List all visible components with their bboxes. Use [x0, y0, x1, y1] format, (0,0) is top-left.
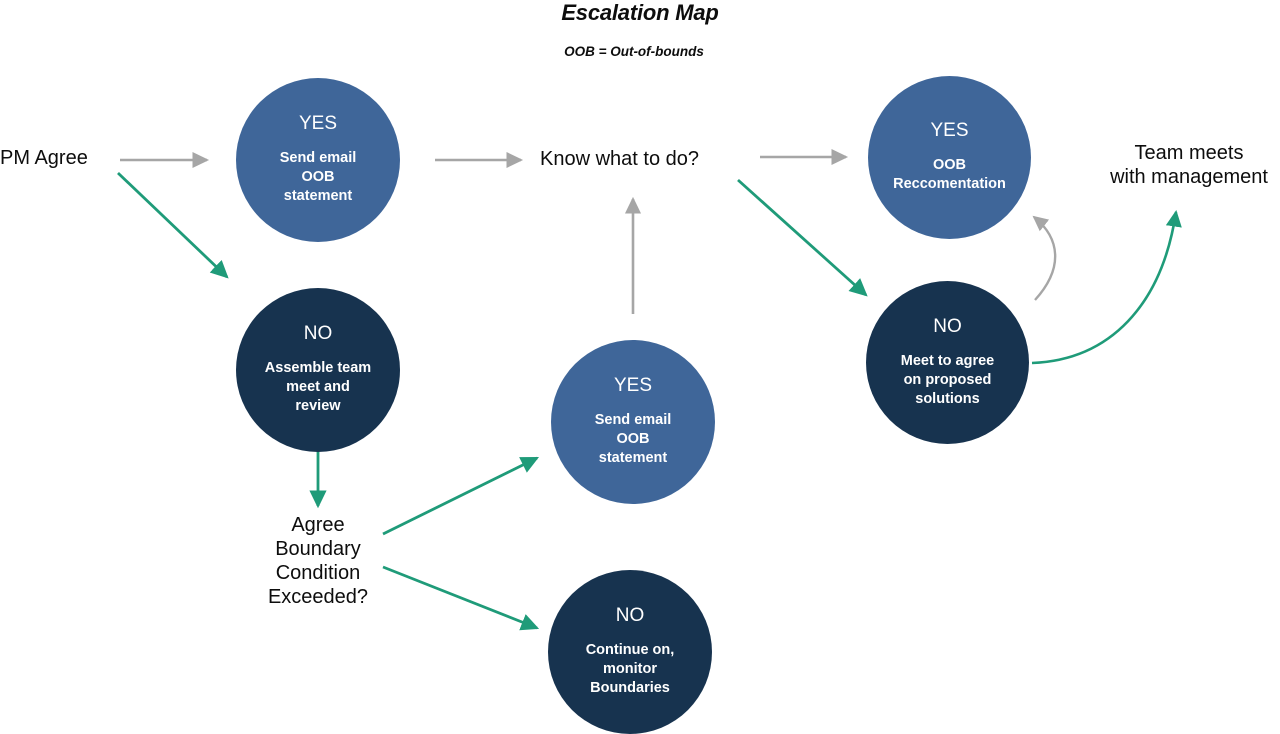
node-yes-send-email-oob-statement-1[interactable]: YES Send email OOB statement [236, 78, 400, 242]
node-yes-oob-reccomentation[interactable]: YES OOB Reccomentation [868, 76, 1031, 239]
page-title: Escalation Map [561, 0, 719, 25]
node-yes-body-oob: OOB Reccomentation [893, 157, 1006, 193]
node-yes-label-1: YES [298, 113, 338, 135]
edge-know-what-to-do-to-no-meet-to-agree [737, 178, 868, 297]
node-pm-agree[interactable]: PM Agree [0, 147, 88, 169]
node-no-body-continue: Continue on, monitor Boundaries [585, 642, 675, 697]
node-no-label-continue: NO [615, 605, 645, 627]
node-no-assemble-team-meet-and-review[interactable]: NO Assemble team meet and review [236, 288, 400, 452]
edge-agree-boundary-to-no-continue-on [382, 565, 540, 631]
node-yes-body-1: Send email OOB statement [279, 150, 357, 205]
node-no-meet-to-agree-on-proposed-solutions[interactable]: NO Meet to agree on proposed solutions [866, 281, 1029, 444]
node-yes-label-oob: YES [930, 120, 969, 142]
edge-agree-boundary-to-yes-send-email-2 [382, 456, 540, 536]
node-no-body-meet: Meet to agree on proposed solutions [900, 352, 995, 407]
edge-no-meet-to-agree-to-yes-oob-recommendation [1032, 215, 1057, 301]
edge-pm-agree-to-no-assemble-team [117, 171, 229, 279]
node-team-meets-with-management[interactable]: Team meets with management [1110, 142, 1268, 188]
node-yes-label-2: YES [613, 375, 653, 397]
node-yes-body-2: Send email OOB statement [594, 412, 672, 467]
node-no-continue-on-monitor-boundaries[interactable]: NO Continue on, monitor Boundaries [548, 570, 712, 734]
node-agree-boundary-condition-exceeded[interactable]: Agree Boundary Condition Exceeded? [267, 514, 369, 608]
node-no-label-meet: NO [933, 315, 962, 337]
node-no-body-assemble: Assemble team meet and review [264, 360, 372, 415]
node-yes-send-email-oob-statement-2[interactable]: YES Send email OOB statement [551, 340, 715, 504]
node-no-label-assemble: NO [303, 323, 333, 345]
node-know-what-to-do[interactable]: Know what to do? [540, 148, 699, 170]
edge-no-meet-to-agree-to-team-meets-management [1031, 209, 1182, 365]
diagram-legend-note: OOB = Out-of-bounds [564, 44, 704, 59]
